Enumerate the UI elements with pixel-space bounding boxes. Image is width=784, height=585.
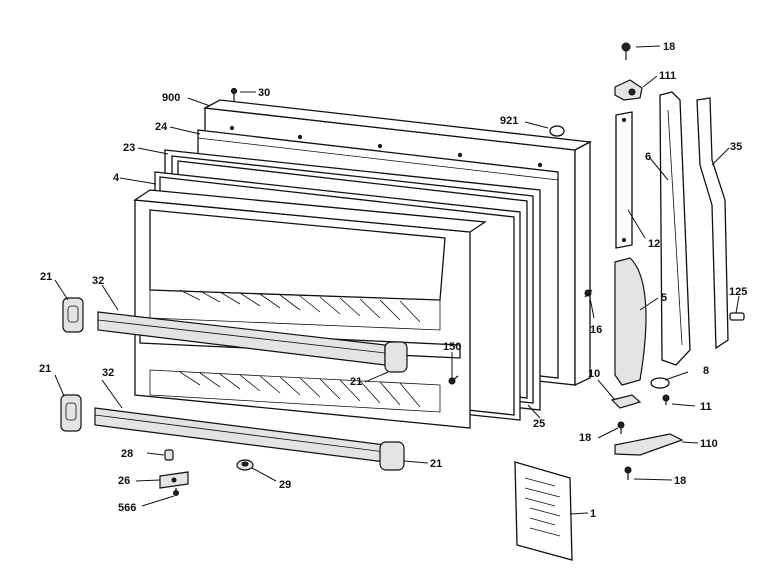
callout-32-upper: 32 [92,275,104,287]
callout-26: 26 [118,475,130,487]
callout-21-upper-left: 21 [40,271,52,283]
callout-32-lower: 32 [102,367,114,379]
callout-12: 12 [648,238,660,250]
hinge-pin-10 [610,394,642,409]
bracket-26 [159,471,189,489]
callout-4: 4 [113,172,120,184]
callout-10: 10 [588,368,600,380]
stop-28 [164,449,174,461]
callout-21-upper-right: 21 [350,376,362,388]
bushing-29 [236,459,254,471]
callout-23: 23 [123,142,135,154]
handle-end-cap-5 [614,257,647,386]
callout-8: 8 [703,365,709,377]
callout-125: 125 [729,286,747,298]
handle-6 [659,91,691,366]
callout-900: 900 [162,92,180,104]
callout-16: 16 [590,324,602,336]
callout-18-top: 18 [663,41,675,53]
instruction-booklet [514,461,573,561]
callout-24: 24 [155,121,168,133]
callout-18-mid: 18 [579,432,591,444]
callout-6: 6 [645,151,651,163]
screw-18-bottom [624,466,632,480]
callout-leaders [54,45,740,515]
door-handle-trim-12 [615,111,633,249]
callout-35: 35 [730,141,742,153]
callout-29: 29 [279,479,291,491]
callout-21-lower-left: 21 [39,363,51,375]
callout-921: 921 [500,115,518,127]
shelf-end-cap-lower-right [379,441,405,471]
shelf-end-cap-upper-right [384,341,408,373]
shelf-end-cap-lower-left [60,394,82,432]
trim-35 [696,97,729,350]
screw-18-mid [617,421,625,434]
hinge-110 [614,433,684,456]
callout-566: 566 [118,502,136,514]
inner-door-liner [133,189,487,429]
callout-110: 110 [700,438,718,450]
hinge-cap-111 [614,79,643,101]
callout-5: 5 [661,292,667,304]
plug-921 [549,125,565,137]
screw-30 [230,87,238,102]
lower-shelf-ribs [149,369,441,413]
callout-28: 28 [121,448,133,460]
screw-11 [662,394,670,405]
callout-30: 30 [258,87,270,99]
screw-566 [173,488,179,496]
callout-1: 1 [590,508,596,520]
callout-111: 111 [659,70,676,82]
callout-21-lower-right: 21 [430,458,442,470]
washer-8 [650,377,670,389]
pin-125 [729,312,745,321]
callout-25: 25 [533,418,545,430]
callout-18-bottom: 18 [674,475,686,487]
callout-150: 150 [443,341,461,353]
upper-shelf-ribs [149,289,441,331]
shelf-end-cap-upper-left [62,297,84,333]
callout-11: 11 [700,401,712,413]
lower-shelf-bar [94,407,386,463]
callout-labels: 18 111 900 30 921 24 6 35 23 4 12 21 32 … [39,41,747,520]
screw-16 [584,289,593,298]
screw-18-top [621,42,631,60]
